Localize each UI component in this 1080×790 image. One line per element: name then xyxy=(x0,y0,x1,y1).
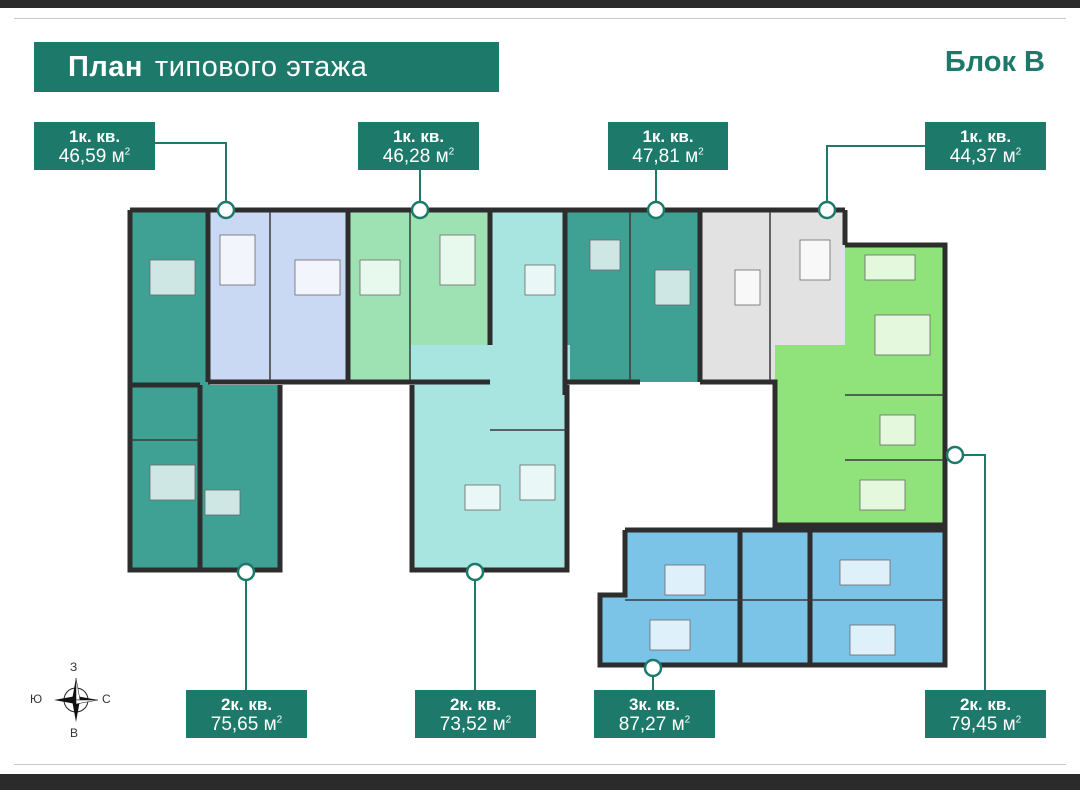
apartment-area: 46,28 м2 xyxy=(382,145,455,167)
apartment-area: 87,27 м2 xyxy=(618,713,691,735)
apartment-label-1k-d: 1к. кв. 44,37 м2 xyxy=(925,122,1046,170)
apartment-rooms: 1к. кв. xyxy=(959,127,1012,146)
apartment-rooms: 1к. кв. xyxy=(642,127,694,146)
apartment-area: 79,45 м2 xyxy=(949,713,1022,735)
furniture xyxy=(149,234,931,656)
apartment-area: 46,59 м2 xyxy=(58,145,131,167)
bottom-border xyxy=(0,774,1080,790)
block-title: Блок В xyxy=(944,46,1045,78)
title-rest: типового этажа xyxy=(154,50,368,83)
apartment-label-1k-b: 1к. кв. 46,28 м2 xyxy=(358,122,479,170)
compass-south: В xyxy=(70,726,79,740)
apartment-area: 75,65 м2 xyxy=(210,713,283,735)
apartment-area: 47,81 м2 xyxy=(632,145,704,167)
title-bold: План xyxy=(68,50,143,83)
apartment-label-2k-b: 2к. кв. 73,52 м2 xyxy=(415,690,536,738)
apartment-label-1k-a: 1к. кв. 46,59 м2 xyxy=(34,122,155,170)
compass-west: Ю xyxy=(30,692,43,706)
top-border xyxy=(0,0,1080,8)
compass: З В Ю С xyxy=(30,660,111,740)
apartment-rooms: 1к. кв. xyxy=(68,127,121,146)
frame-line-top xyxy=(14,18,1066,19)
apartment-rooms: 2к. кв. xyxy=(959,695,1012,714)
apartment-label-3k: 3к. кв. 87,27 м2 xyxy=(594,690,715,738)
connector-dots xyxy=(216,200,965,678)
compass-north: З xyxy=(70,660,78,674)
apartment-label-1k-c: 1к. кв. 47,81 м2 xyxy=(608,122,728,170)
apartment-rooms: 3к. кв. xyxy=(628,695,681,714)
apartment-label-2k-a: 2к. кв. 75,65 м2 xyxy=(186,690,307,738)
apartment-area: 44,37 м2 xyxy=(949,145,1022,167)
compass-east: С xyxy=(102,692,111,706)
apartment-label-2k-c: 2к. кв. 79,45 м2 xyxy=(925,690,1046,738)
apartment-rooms: 2к. кв. xyxy=(220,695,273,714)
apartment-area: 73,52 м2 xyxy=(439,713,512,735)
interior-walls xyxy=(130,212,945,601)
page-title: План типового этажа xyxy=(34,42,499,92)
apartment-rooms: 1к. кв. xyxy=(392,127,445,146)
compass-rose-icon xyxy=(54,677,99,722)
frame-line-bottom xyxy=(14,764,1066,765)
apartment-rooms: 2к. кв. xyxy=(449,695,502,714)
walls xyxy=(127,207,948,668)
